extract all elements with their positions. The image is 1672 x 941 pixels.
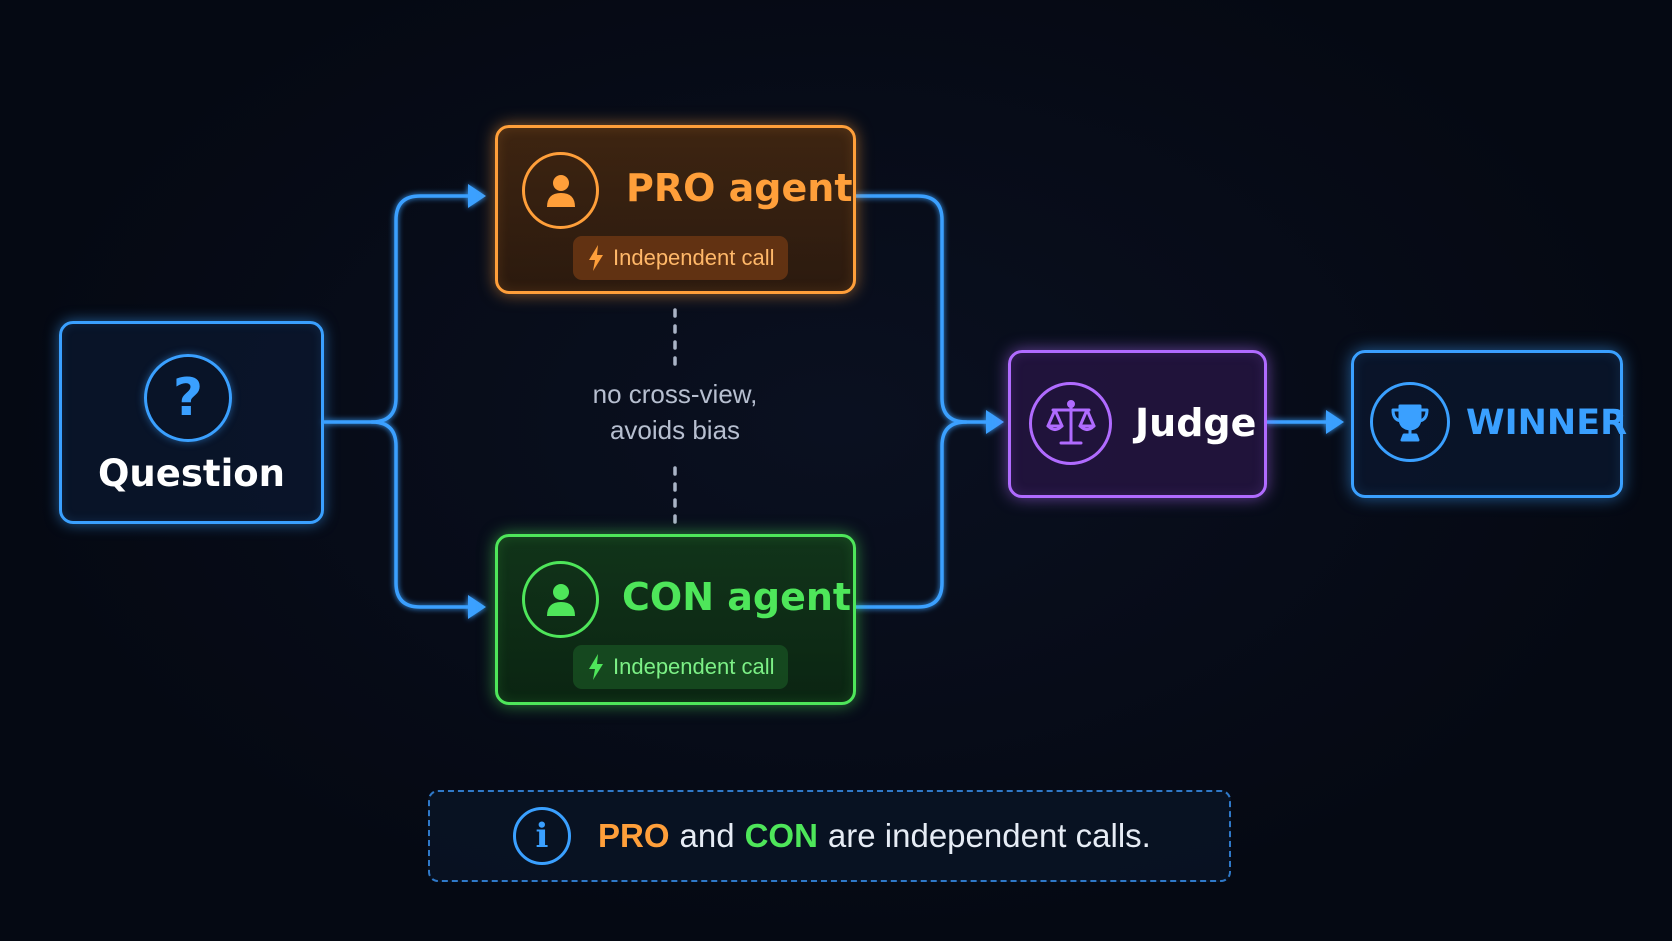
footer-rest-text: are independent calls.: [827, 817, 1151, 854]
info-icon: i: [513, 807, 571, 865]
winner-label: WINNER: [1466, 403, 1628, 443]
pro-agent-node: PRO agent Independent call: [495, 125, 856, 294]
user-icon: [522, 152, 599, 229]
footer-text: PRO and CON are independent calls.: [598, 792, 1161, 880]
wire-pro-judge: [854, 194, 992, 424]
question-label: Question: [97, 452, 286, 495]
arrowhead-winner: [1326, 410, 1344, 434]
separator-note-line1: no cross-view,: [592, 379, 758, 409]
winner-node: WINNER: [1351, 350, 1627, 498]
judge-node: Judge: [1008, 350, 1267, 498]
con-agent-label: CON agent: [622, 575, 852, 619]
lightning-icon: [589, 654, 603, 680]
wire-question-split-lower: [370, 420, 472, 609]
user-icon: [522, 561, 599, 638]
separator-note: no cross-view, avoids bias: [540, 376, 810, 448]
footer-con-word: CON: [744, 817, 818, 854]
con-agent-node: CON agent Independent call: [495, 534, 856, 705]
arrowhead-con: [468, 595, 486, 619]
lightning-icon: [589, 245, 603, 271]
wire-question-split: [322, 194, 472, 424]
con-badge-text: Independent call: [613, 654, 775, 679]
wire-con-judge: [854, 420, 968, 609]
judge-label: Judge: [1135, 401, 1257, 445]
arrowhead-pro: [468, 184, 486, 208]
footer-and-word: and: [679, 817, 735, 854]
arrowhead-judge: [986, 410, 1004, 434]
footer-pro-word: PRO: [598, 817, 670, 854]
question-node: ? Question: [59, 321, 324, 524]
footer-info-box: i PRO and CON are independent calls.: [428, 790, 1231, 882]
pro-agent-label: PRO agent: [626, 166, 853, 210]
question-mark-icon: ?: [144, 354, 232, 442]
trophy-icon: [1370, 382, 1450, 462]
pro-badge-text: Independent call: [613, 245, 775, 270]
separator-note-line2: avoids bias: [609, 415, 741, 445]
con-independent-call-badge: Independent call: [573, 645, 789, 689]
pro-independent-call-badge: Independent call: [573, 236, 789, 280]
scales-icon: [1029, 382, 1112, 465]
